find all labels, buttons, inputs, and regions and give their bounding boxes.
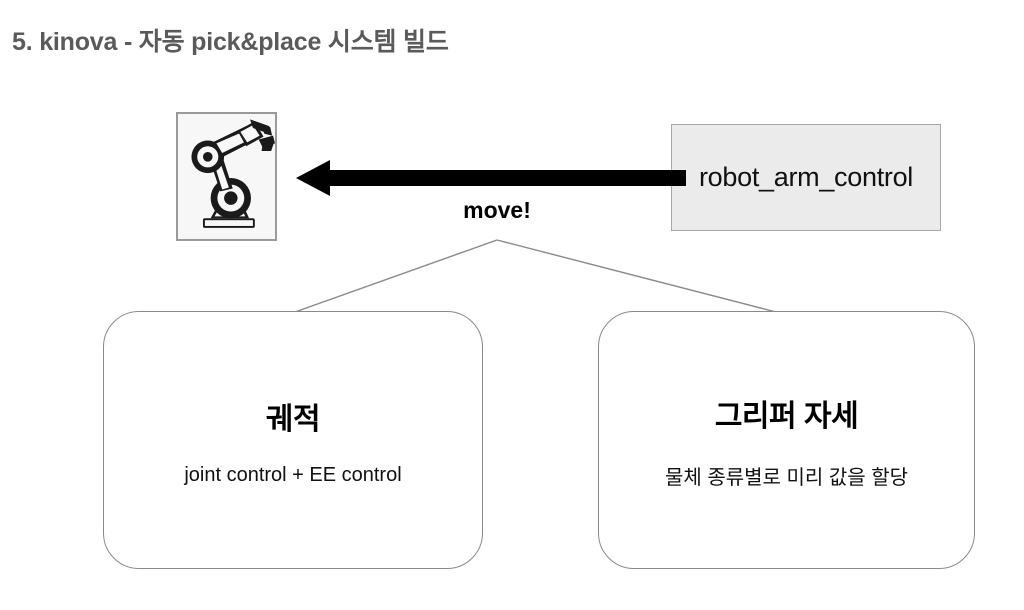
leaf-node-gripper-pose-subtitle: 물체 종류별로 미리 값을 할당	[664, 466, 909, 489]
leaf-node-trajectory[interactable]: 궤적 joint control + EE control	[103, 311, 483, 569]
page-title: 5. kinova - 자동 pick&place 시스템 빌드	[12, 28, 449, 56]
robot-arm-icon	[178, 114, 275, 239]
leaf-node-gripper-pose-title: 그리퍼 자세	[714, 399, 859, 433]
leaf-node-trajectory-subtitle: joint control + EE control	[184, 463, 402, 486]
move-arrow-label: move!	[463, 197, 531, 223]
leaf-node-trajectory-title: 궤적	[265, 402, 321, 436]
node-robot-arm-control[interactable]: robot_arm_control	[671, 124, 941, 231]
robot-arm-image-frame	[176, 112, 277, 241]
leaf-node-gripper-pose[interactable]: 그리퍼 자세 물체 종류별로 미리 값을 할당	[598, 311, 975, 569]
move-arrow	[296, 158, 686, 200]
node-robot-arm-control-label: robot_arm_control	[698, 162, 913, 192]
